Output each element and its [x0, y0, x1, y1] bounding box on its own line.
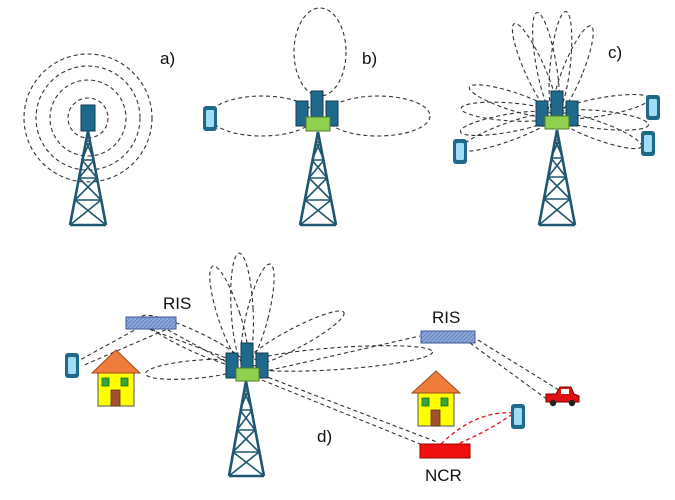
lattice-tower-icon: [537, 129, 577, 227]
car-icon: [545, 386, 580, 407]
radio-unit-icon: [235, 367, 260, 382]
beam-lobe: [532, 12, 560, 116]
phone-icon: [511, 404, 525, 429]
omni-rings: [23, 53, 153, 183]
antenna-icon: [225, 352, 239, 379]
panel-d: RIS RIS: [65, 252, 580, 485]
omni-ring: [49, 79, 127, 157]
beam-link: [261, 379, 426, 447]
phone-icon: [641, 131, 655, 156]
omni-ring: [23, 53, 153, 183]
beam-lobe: [244, 310, 345, 367]
beam-lobe: [240, 263, 275, 366]
panel-label-d: d): [317, 427, 332, 446]
lattice-tower-icon: [227, 380, 266, 478]
house-icon: [90, 349, 142, 407]
panel-b: b): [203, 7, 431, 227]
phone-icon: [203, 106, 217, 131]
panel-a: a): [23, 49, 175, 227]
omni-ring: [35, 65, 141, 171]
panel-label-b: b): [362, 49, 377, 68]
lattice-tower-icon: [298, 131, 338, 227]
beam-lobe: [209, 265, 249, 366]
tower-a: [68, 104, 108, 227]
phone-icon: [453, 139, 467, 164]
beam-lobe: [244, 345, 434, 372]
ris-label-right: RIS: [432, 308, 460, 327]
radio-unit-icon: [544, 115, 570, 130]
radio-unit-icon: [305, 116, 331, 132]
ris-panel-icon: [420, 330, 476, 344]
omni-ring: [67, 97, 109, 139]
antenna-icon: [295, 100, 309, 127]
beams-d: [140, 252, 434, 380]
house-icon: [410, 370, 462, 427]
ris-label-left: RIS: [163, 294, 191, 313]
lattice-tower-icon: [68, 130, 108, 227]
panel-label-c: c): [608, 43, 622, 62]
beam-link: [81, 326, 173, 367]
tower-b: [295, 90, 339, 227]
beam-link: [261, 374, 438, 443]
phone-icon: [646, 95, 660, 120]
tower-d: [225, 342, 269, 478]
ncr-device-icon: [419, 443, 471, 459]
beam-lobe: [325, 95, 431, 137]
tower-c: [535, 90, 579, 227]
beams-c: [459, 11, 651, 152]
beam-link: [79, 326, 141, 361]
beam-link: [261, 335, 421, 373]
panel-c: c): [453, 11, 660, 227]
beam-lobe: [293, 7, 347, 97]
beam-link: [469, 342, 549, 401]
beam-link: [477, 339, 563, 393]
antenna-icon: [80, 104, 96, 132]
phone-icon: [65, 353, 79, 378]
panel-label-a: a): [160, 49, 175, 68]
ncr-label: NCR: [425, 466, 462, 485]
beam-lobe: [548, 11, 573, 116]
ris-panel-icon: [125, 316, 177, 330]
